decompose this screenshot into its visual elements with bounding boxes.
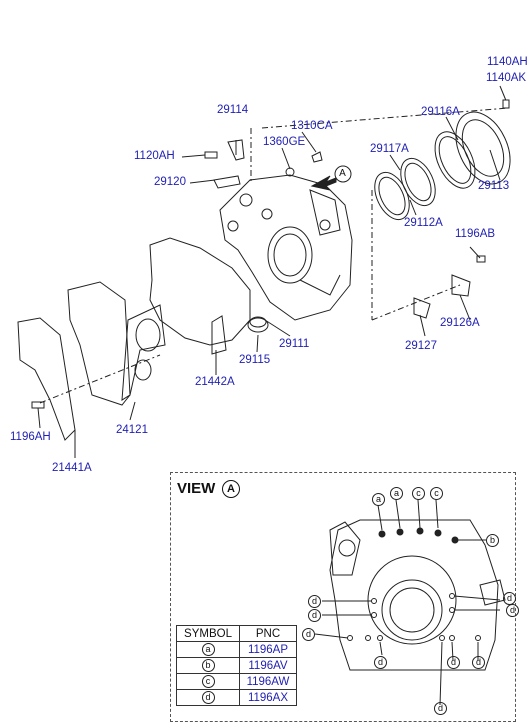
label-21442A[interactable]: 21442A <box>195 376 235 388</box>
table-row: a 1196AP <box>176 641 297 658</box>
callout-c-1: c <box>412 487 425 500</box>
symbol-d: d <box>201 691 215 704</box>
label-29127[interactable]: 29127 <box>405 340 437 352</box>
symbol-pnc-table: SYMBOL PNC a 1196AP b 1196AV c 1196AW d … <box>176 625 297 706</box>
callout-d-6: d <box>434 702 447 715</box>
pnc-1196AV[interactable]: 1196AV <box>239 657 297 674</box>
callout-d-9: d <box>472 656 485 669</box>
label-1140AK[interactable]: 1140AK <box>486 72 527 84</box>
label-29115[interactable]: 29115 <box>239 354 271 366</box>
table-row: b 1196AV <box>176 657 297 674</box>
view-a-marker: A <box>222 480 240 498</box>
label-29126A[interactable]: 29126A <box>440 317 480 329</box>
label-29112A[interactable]: 29112A <box>404 217 443 229</box>
callout-d-8: d <box>506 604 519 617</box>
label-21441A[interactable]: 21441A <box>52 462 92 474</box>
callout-a-2: a <box>390 487 403 500</box>
callout-d-7: d <box>503 592 516 605</box>
label-24121[interactable]: 24121 <box>116 424 148 436</box>
pnc-1196AP[interactable]: 1196AP <box>239 641 297 658</box>
symbol-a: a <box>201 643 215 656</box>
label-29113[interactable]: 29113 <box>478 180 510 192</box>
view-a-arrow-marker: A <box>339 168 346 179</box>
label-29120[interactable]: 29120 <box>154 176 186 188</box>
table-row: c 1196AW <box>176 673 297 690</box>
callout-d-2: d <box>308 609 321 622</box>
label-29117A[interactable]: 29117A <box>370 143 409 155</box>
callout-a-1: a <box>372 493 385 506</box>
callout-d-1: d <box>308 595 321 608</box>
callout-d-3: d <box>302 628 315 641</box>
label-29114[interactable]: 29114 <box>217 104 249 116</box>
label-1196AH[interactable]: 1196AH <box>10 431 51 443</box>
table-header-row: SYMBOL PNC <box>176 625 297 642</box>
label-1360GE[interactable]: 1360GE <box>263 136 306 148</box>
label-29111[interactable]: 29111 <box>279 338 310 350</box>
pnc-1196AX[interactable]: 1196AX <box>239 689 297 706</box>
symbol-c: c <box>201 675 215 688</box>
pnc-1196AW[interactable]: 1196AW <box>239 673 297 690</box>
label-1310CA[interactable]: 1310CA <box>291 120 333 132</box>
header-symbol: SYMBOL <box>176 625 240 642</box>
label-29116A[interactable]: 29116A <box>421 106 460 118</box>
view-a-title: VIEW <box>177 480 216 497</box>
callout-d-4: d <box>374 656 387 669</box>
header-pnc: PNC <box>239 625 297 642</box>
symbol-b: b <box>201 659 215 672</box>
label-1120AH[interactable]: 1120AH <box>134 150 175 162</box>
callout-c-2: c <box>430 487 443 500</box>
label-1140AH[interactable]: 1140AH <box>487 56 528 68</box>
label-1196AB[interactable]: 1196AB <box>455 228 496 240</box>
callout-d-5: d <box>447 656 460 669</box>
callout-b: b <box>486 534 499 547</box>
table-row: d 1196AX <box>176 689 297 706</box>
